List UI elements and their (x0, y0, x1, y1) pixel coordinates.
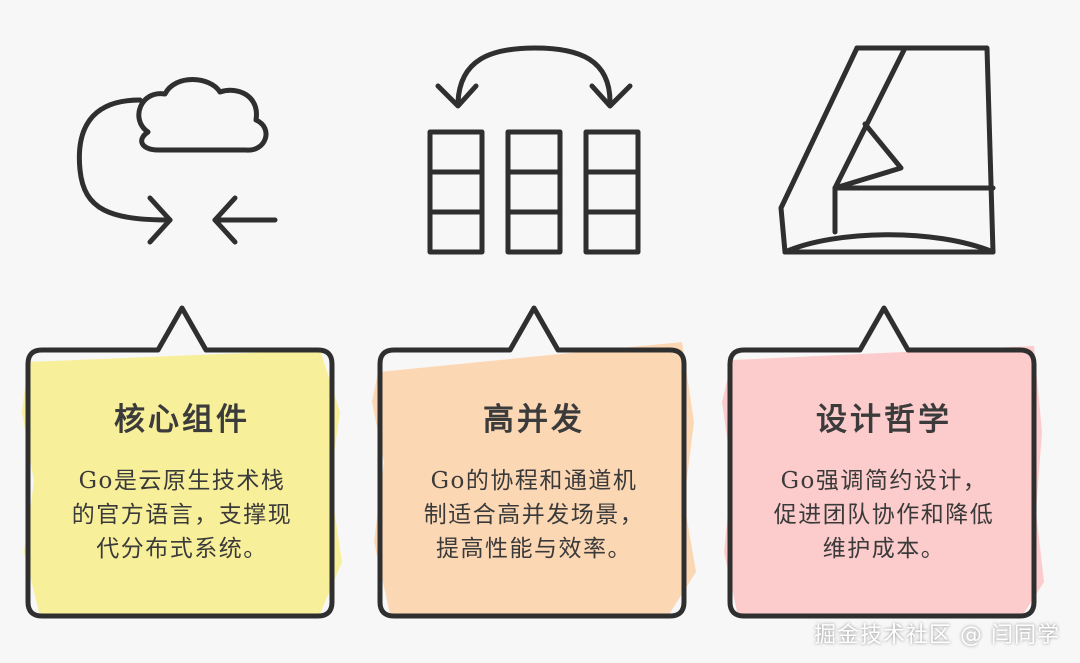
card-core-components: 核心组件 Go是云原生技术栈 的官方语言，支撑现 代分布式系统。 (20, 302, 344, 620)
drive-triangle-icon (778, 45, 996, 255)
card-title: 高并发 (483, 402, 585, 438)
card-body: Go的协程和通道机 制适合高并发场景， 提高性能与效率。 (423, 468, 645, 562)
card-design-philosophy: 设计哲学 Go强调简约设计， 促进团队协作和降低 维护成本。 (722, 302, 1046, 620)
card-title: 设计哲学 (816, 402, 952, 438)
watermark: 掘金技术社区 @ 闫同学 (814, 623, 1060, 648)
card-body: Go是云原生技术栈 的官方语言，支撑现 代分布式系统。 (71, 468, 293, 562)
card-high-concurrency: 高并发 Go的协程和通道机 制适合高并发场景， 提高性能与效率。 (372, 302, 696, 620)
card-highlight (22, 350, 342, 616)
channel-queues-icon (427, 45, 641, 255)
card-title: 核心组件 (114, 402, 250, 438)
cloud-arrows-icon (76, 77, 278, 245)
card-body: Go强调简约设计， 促进团队协作和降低 维护成本。 (773, 468, 995, 562)
card-highlight (722, 346, 1044, 616)
card-highlight (372, 342, 696, 616)
